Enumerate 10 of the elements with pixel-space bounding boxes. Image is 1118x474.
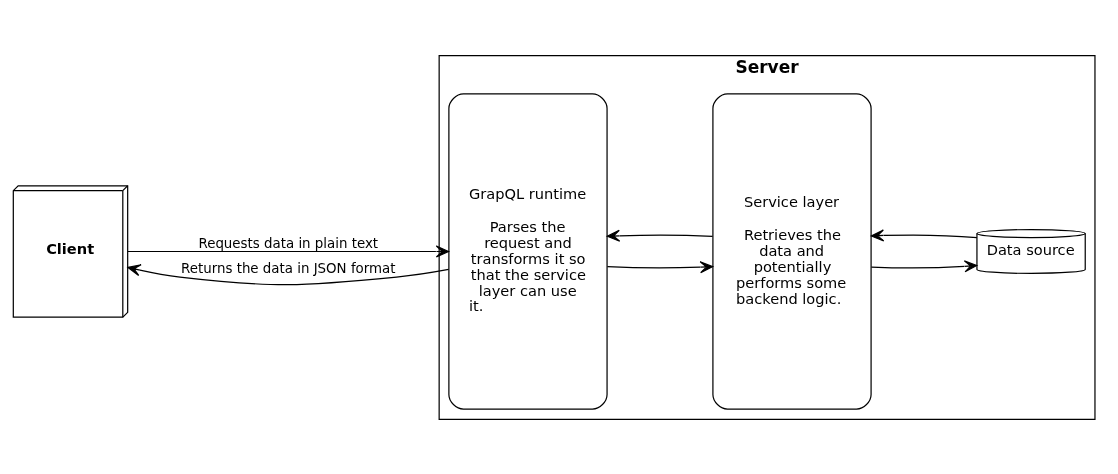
arrow: [606, 260, 714, 273]
arrow: [870, 228, 978, 242]
arrow: [127, 244, 450, 258]
node-box: GrapQL runtime Parses the request and transforms it so that the service layer can use it.: [448, 92, 608, 410]
node-box: Service layer Retrieves the data and potentially performs some backend logic.: [712, 92, 872, 410]
arrow: [606, 229, 714, 242]
edge-label: Returns the data in JSON format: [181, 260, 396, 276]
arrow: [127, 263, 450, 285]
edge-label: Requests data in plain text: [198, 235, 379, 251]
arrow: [870, 259, 978, 272]
